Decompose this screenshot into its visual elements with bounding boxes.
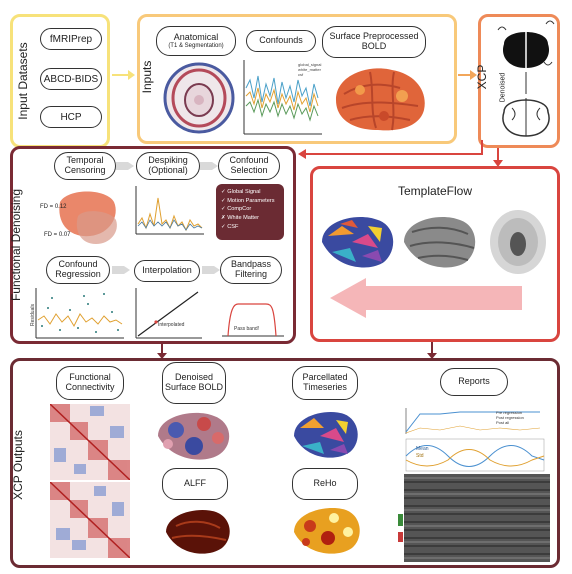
arrow-xcp-to-templateflow (493, 148, 503, 167)
output-parcellated-timeseries: Parcellated Timeseries (292, 366, 358, 400)
fd-label-1: FD = 0.12 (40, 204, 67, 210)
confounds-timeseries-chart: global_signal white_matter csf (243, 60, 322, 135)
templateflow-title: TemplateFlow (397, 184, 473, 198)
denoising-title: Functional Denoising (9, 188, 23, 302)
parcellated-timeseries-brain (294, 412, 358, 458)
input-surface-bold: Surface Preprocessed BOLD (322, 26, 426, 58)
arrow-templateflow-to-outputs (427, 342, 437, 359)
connectivity-matrix-2 (50, 482, 130, 558)
dataset-hcp: HCP (40, 106, 102, 128)
step-despiking: Despiking (Optional) (136, 152, 200, 180)
xcp-brain-icons (497, 20, 555, 137)
templateflow-panel (310, 166, 560, 342)
report-wave-chart: Mean Std (405, 438, 545, 472)
inputs-title: Inputs (140, 60, 154, 94)
step-interpolation: Interpolation (134, 260, 200, 282)
bandpass-chart: Pass band! (222, 303, 284, 337)
confound-item: ✓ CompCor (221, 206, 252, 213)
connectivity-matrix-1 (50, 404, 130, 480)
input-anatomical-label: Anatomical (173, 31, 219, 42)
reho-brain (294, 508, 360, 554)
templateflow-big-arrow (330, 278, 522, 318)
xcp-title: XCP (475, 64, 489, 90)
arrow-step-1-2 (116, 162, 134, 170)
despiking-chart (135, 186, 204, 235)
outputs-panel (10, 358, 560, 568)
surface-bold-brain-image (336, 68, 425, 131)
arrow-inputs-to-xcp (458, 70, 477, 80)
confound-item: ✗ White Matter (221, 214, 259, 221)
confound-legend-1: global_signal (298, 62, 321, 67)
interpolation-chart: Interpolated (135, 288, 202, 339)
confound-item: ✓ Global Signal (221, 189, 261, 195)
inputs-panel (137, 14, 457, 144)
input-datasets-title: Input Datasets (16, 42, 30, 120)
input-anatomical: Anatomical (T1 & Segmentation) (156, 26, 236, 56)
input-confounds: Confounds (246, 30, 316, 52)
templateflow-axial-brain (490, 210, 546, 274)
fd-label-2: FD = 0.07 (44, 232, 71, 238)
report-legend-2: Post regression (496, 415, 524, 420)
confound-selection-list: ✓ Global Signal ✓ Motion Parameters ✓ Co… (216, 184, 284, 240)
interpolated-label: Interpolated (158, 322, 185, 328)
dataset-abcd-bids: ABCD-BIDS (40, 68, 102, 90)
arrow-denoising-to-outputs (157, 344, 167, 359)
xcp-panel (478, 14, 560, 148)
pass-band-label: Pass band! (234, 326, 259, 332)
report-legend-std: Std (416, 453, 424, 459)
outputs-title: XCP Outputs (11, 430, 25, 500)
step-bandpass-filtering: Bandpass Filtering (220, 256, 282, 284)
step-confound-regression: Confound Regression (46, 256, 110, 284)
report-legend-3: Post all (496, 420, 509, 425)
input-anatomical-sub: (T1 & Segmentation) (168, 42, 224, 49)
arrow-step-4-5 (112, 266, 130, 274)
confound-item: ✓ CSF (221, 223, 239, 230)
alff-brain (166, 510, 230, 554)
templateflow-inflated-brain (404, 216, 476, 268)
step-temporal-censoring: Temporal Censoring (54, 152, 116, 180)
temporal-censoring-image: FD = 0.12 FD = 0.07 (40, 191, 117, 244)
output-alff: ALFF (162, 468, 228, 500)
confound-legend-3: csf (298, 72, 304, 77)
denoised-surface-bold-brain (158, 412, 230, 460)
arrow-step-2-3 (200, 162, 218, 170)
confound-item: ✓ Motion Parameters (221, 197, 275, 204)
denoising-panel (10, 146, 296, 344)
anatomical-brain-image (163, 62, 235, 134)
arrow-xcp-to-denoising (298, 140, 483, 159)
report-line-chart: Pre regression Post regression Post all (405, 408, 541, 434)
step-confound-selection: Confound Selection (218, 152, 280, 180)
output-reho: ReHo (292, 468, 358, 500)
dataset-fmriprep: fMRIPrep (40, 28, 102, 50)
templateflow-parcellation-brain (322, 216, 394, 268)
arrow-step-5-6 (202, 266, 220, 274)
output-functional-connectivity: Functional Connectivity (56, 366, 124, 400)
confound-regression-chart: Residuals (30, 288, 124, 339)
xcp-denoised-label: Denoised (499, 72, 507, 103)
output-reports: Reports (440, 368, 508, 396)
confound-legend-2: white_matter (298, 67, 322, 72)
report-legend-mean: Mean (416, 446, 429, 452)
arrow-datasets-to-inputs (112, 70, 135, 80)
report-legend-1: Pre regression (496, 410, 522, 415)
output-denoised-surface-bold: Denoised Surface BOLD (162, 362, 226, 404)
report-carpet-plot (398, 474, 550, 562)
residuals-label: Residuals (30, 304, 36, 326)
